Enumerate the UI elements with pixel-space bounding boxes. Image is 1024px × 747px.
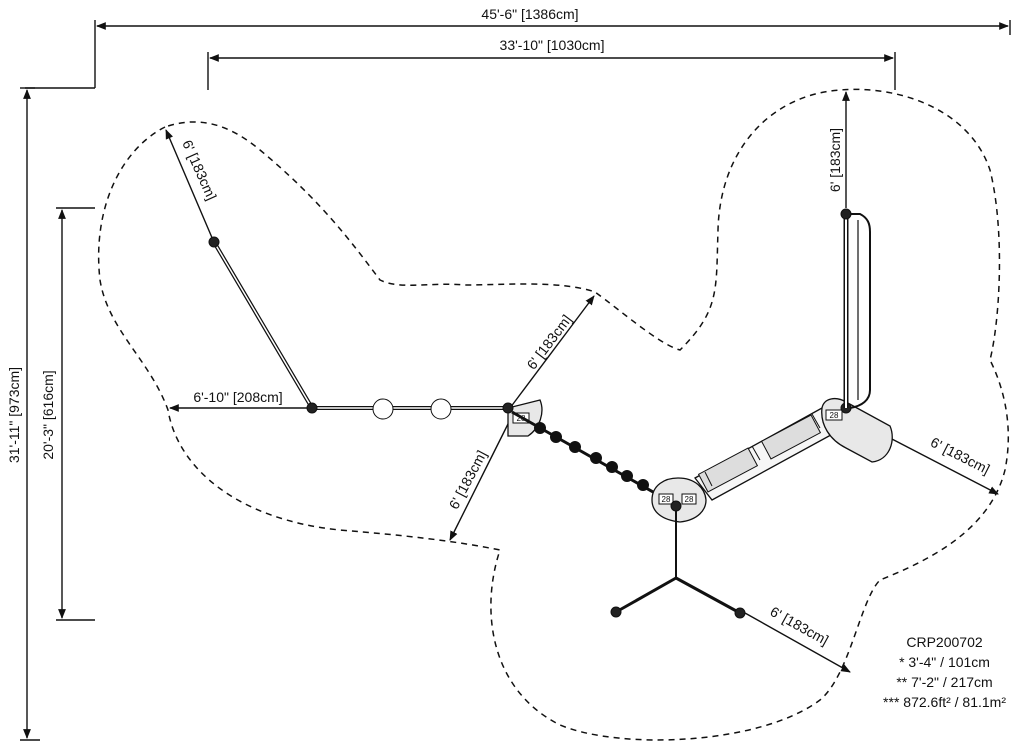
left-angled-climber bbox=[208, 236, 314, 410]
inner-depth-label: 20'-3" [616cm] bbox=[40, 370, 56, 459]
chain-climber bbox=[511, 410, 677, 507]
inner-width-label: 33'-10" [1030cm] bbox=[500, 37, 605, 53]
note-line-2: ** 7'-2" / 217cm bbox=[896, 674, 993, 690]
note-line-1: * 3'-4" / 101cm bbox=[899, 654, 990, 670]
clearance-bottom-line bbox=[744, 612, 851, 673]
post bbox=[306, 402, 318, 414]
safety-zone-outline bbox=[97, 88, 1009, 741]
note-line-3: *** 872.6ft² / 81.1m² bbox=[883, 694, 1006, 710]
clearance-left-top-line bbox=[165, 129, 214, 241]
model-number: CRP200702 bbox=[906, 634, 983, 650]
horizontal-ring-ladder bbox=[306, 398, 510, 420]
clearance-right-side-label: 6' [183cm] bbox=[928, 434, 992, 477]
ring bbox=[372, 398, 394, 420]
bridge-walkway bbox=[694, 407, 841, 501]
inner-width-dimension bbox=[207, 52, 896, 90]
svg-text:28: 28 bbox=[685, 495, 694, 504]
svg-text:28: 28 bbox=[830, 411, 839, 420]
overall-width-dimension bbox=[25, 20, 1011, 89]
clearance-left-top-label: 6' [183cm] bbox=[179, 137, 220, 202]
clearance-center-down-label: 6' [183cm] bbox=[445, 448, 489, 512]
clearance-center-down-line bbox=[449, 419, 511, 541]
post bbox=[208, 236, 220, 248]
overall-depth-dimension bbox=[20, 87, 40, 741]
deck-right: 28 bbox=[821, 397, 893, 463]
clearance-left-mid-label: 6'-10" [208cm] bbox=[193, 389, 282, 405]
clearance-right-side-line bbox=[889, 437, 999, 495]
model-notes: CRP200702 * 3'-4" / 101cm ** 7'-2" / 217… bbox=[883, 632, 1006, 712]
clearance-right-top-label: 6' [183cm] bbox=[827, 128, 843, 192]
clearance-center-up-label: 6' [183cm] bbox=[523, 312, 574, 373]
tripod-climber bbox=[610, 500, 746, 619]
inner-depth-dimension bbox=[56, 207, 95, 621]
svg-text:28: 28 bbox=[662, 495, 671, 504]
deck-center-hub: 28 28 bbox=[651, 477, 707, 523]
vertical-slide bbox=[840, 208, 871, 409]
clearance-center-up-line bbox=[509, 295, 595, 409]
clearance-bottom-label: 6' [183cm] bbox=[767, 603, 831, 648]
overall-depth-label: 31'-11" [973cm] bbox=[6, 367, 22, 463]
overall-width-label: 45'-6" [1386cm] bbox=[481, 6, 578, 22]
ring bbox=[430, 398, 452, 420]
